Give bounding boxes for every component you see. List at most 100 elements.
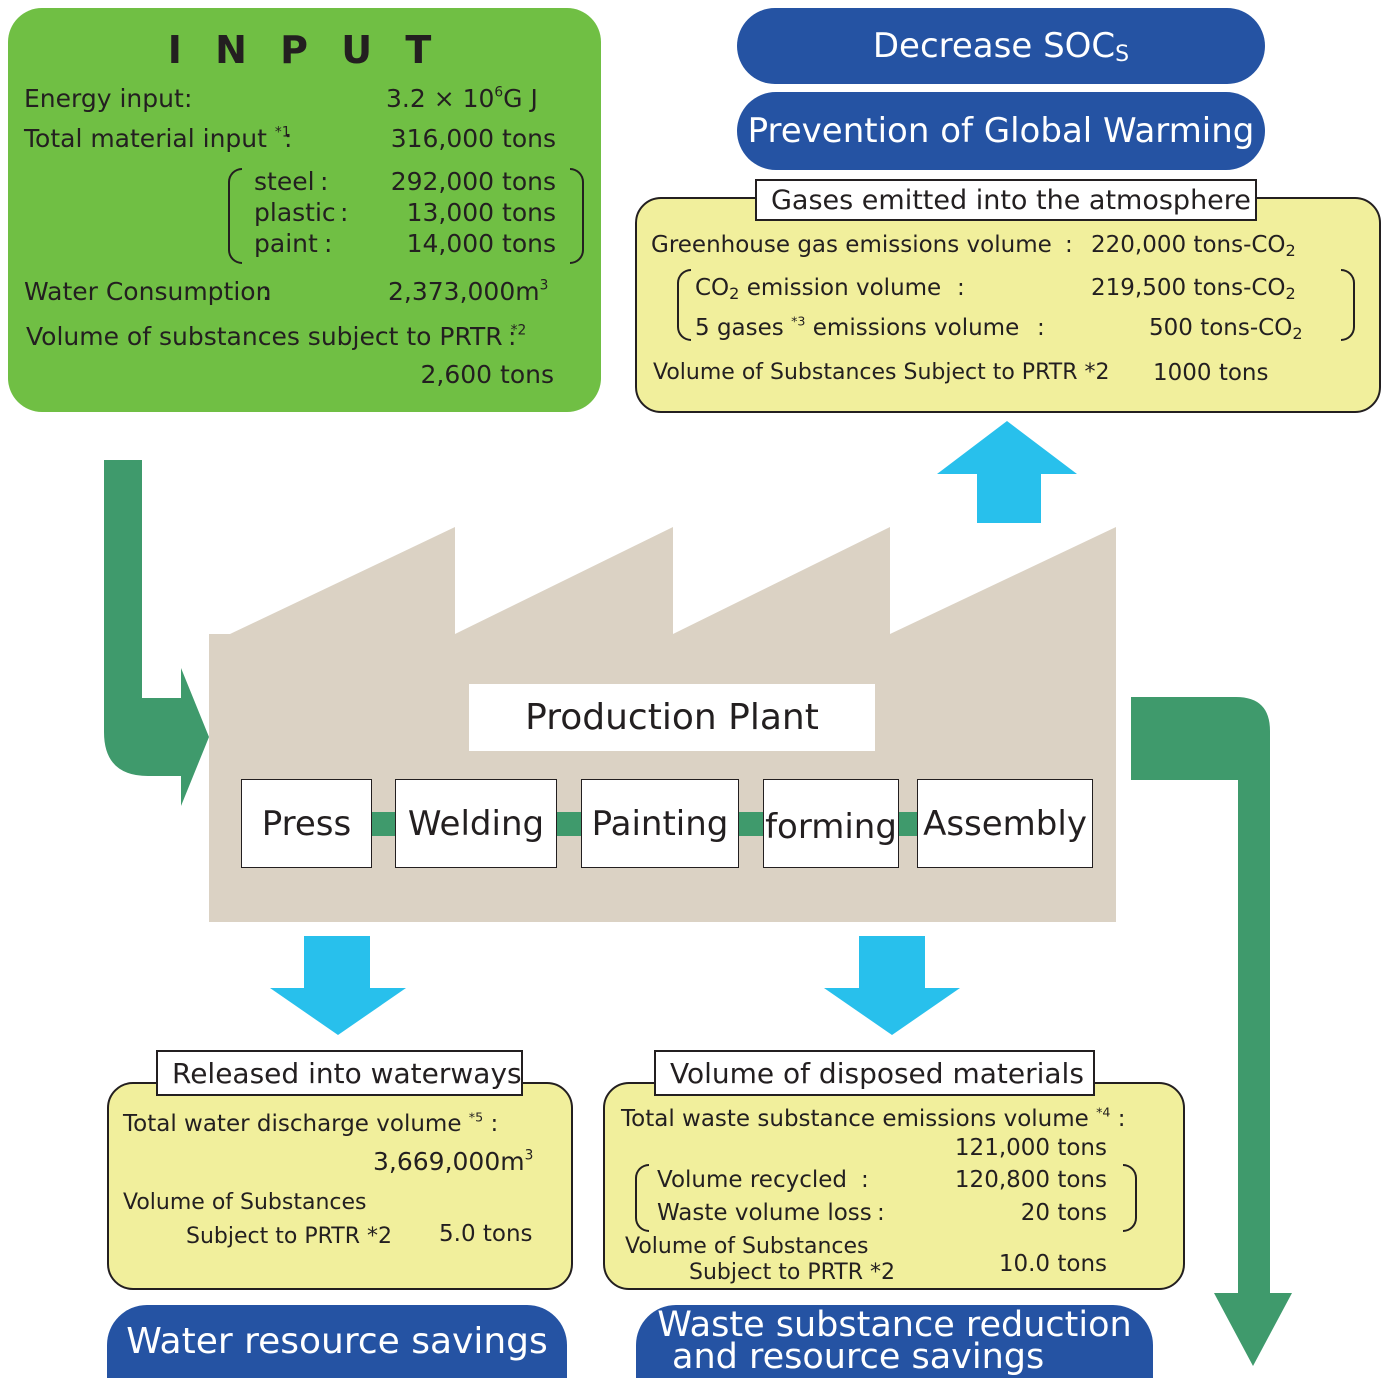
discharge-label: Total water discharge volume *5 : (123, 1111, 498, 1137)
five-gases-value-text: 500 tons-CO (1149, 315, 1293, 341)
energy-value-base: 3.2 × 10 (386, 84, 495, 113)
disposed-panel: Total waste substance emissions volume *… (603, 1082, 1185, 1290)
plant-title: Production Plant (525, 697, 819, 738)
five-gases-post: emissions volume (805, 315, 1020, 341)
material-input-value: 316,000 tons (390, 124, 556, 153)
energy-input-label: Energy input (24, 84, 184, 113)
colon: : (1065, 232, 1073, 258)
waste-prtr-line2: Subject to PRTR *2 (689, 1260, 895, 1285)
atmosphere-panel: Greenhouse gas emissions volume : 220,00… (635, 197, 1381, 413)
colon: : (957, 275, 965, 301)
waste-loss-label: Waste volume loss (657, 1200, 872, 1226)
input-panel: I N P U T Energy input : 3.2 × 106G J To… (8, 8, 601, 412)
co2-value-text: 219,500 tons-CO (1091, 275, 1286, 301)
waste-reduction-line1: Waste substance reduction (657, 1305, 1132, 1345)
colon: : (1117, 1106, 1126, 1132)
footnote-5: *5 (468, 1109, 484, 1125)
water-savings-pill: Water resource savings (107, 1305, 567, 1378)
waste-total-label: Total waste substance emissions volume *… (621, 1106, 1126, 1132)
atmosphere-prtr-value: 1000 tons (1153, 360, 1269, 386)
global-warming-pill: Prevention of Global Warming (737, 92, 1265, 170)
five-gases-pre: 5 gases (695, 315, 792, 341)
colon: : (490, 1111, 499, 1137)
material-steel-label: steel (254, 167, 315, 196)
colon: : (184, 84, 193, 113)
material-paint-value: 14,000 tons (406, 229, 556, 258)
discharge-value-number: 3,669,000m (373, 1147, 525, 1176)
gas-bracket-left (677, 269, 691, 341)
waste-prtr-value: 10.0 tons (998, 1251, 1107, 1277)
water-prtr-line1: Volume of Substances (123, 1190, 367, 1215)
waste-reduction-pill: Waste substance reduction and resource s… (636, 1305, 1153, 1378)
subscript-2: 2 (1292, 324, 1303, 344)
energy-value-exponent: 6 (494, 84, 504, 101)
energy-input-label-text: Energy input (24, 84, 184, 113)
decrease-socs-pill: Decrease SOCS (737, 8, 1265, 84)
subscript-2: 2 (1285, 241, 1296, 261)
five-gases-value: 500 tons-CO2 (1149, 315, 1303, 344)
footnote-1: *1 (274, 124, 291, 141)
output-flow-arrow (1131, 697, 1292, 1366)
energy-value-unit: G J (503, 84, 538, 113)
waste-down-arrow (824, 936, 960, 1035)
waste-reduction-line2: and resource savings (672, 1337, 1045, 1377)
material-plastic-value: 13,000 tons (406, 198, 556, 227)
emission-up-arrow (937, 421, 1077, 523)
five-gases-label: 5 gases *3 emissions volume (695, 315, 1019, 341)
disposed-title: Volume of disposed materials (654, 1050, 1095, 1096)
process-welding: Welding (395, 779, 557, 868)
footnote-3: *3 (791, 313, 806, 329)
process-connector (371, 812, 396, 836)
co2-label-post: emission volume (739, 275, 942, 301)
material-input-label: Total material input *1 (24, 124, 291, 153)
subscript-2: 2 (729, 284, 740, 304)
gas-bracket-right (1341, 269, 1355, 341)
water-consumption-number: 2,373,000m (388, 277, 540, 306)
waste-total-label-text: Total waste substance emissions volume (621, 1106, 1089, 1132)
material-steel-value: 292,000 tons (390, 167, 556, 196)
input-prtr-label-text: Volume of substances subject to PRTR (26, 322, 503, 351)
materials-bracket-left (228, 168, 242, 264)
material-input-label-text: Total material input (24, 124, 267, 153)
water-consumption-label: Water Consumption (24, 277, 272, 306)
waterways-title: Released into waterways (156, 1050, 523, 1096)
co2-label-pre: CO (695, 275, 730, 301)
ghg-value: 220,000 tons-CO2 (1091, 232, 1296, 261)
waterways-panel: Total water discharge volume *5 : 3,669,… (107, 1082, 573, 1290)
process-connector (898, 812, 918, 836)
energy-input-value: 3.2 × 106G J (386, 84, 538, 113)
water-prtr-value: 5.0 tons (439, 1221, 533, 1247)
input-prtr-value: 2,600 tons (420, 360, 554, 389)
recycled-value: 120,800 tons (954, 1167, 1107, 1193)
waste-loss-value: 20 tons (1020, 1200, 1107, 1226)
footnote-2: *2 (510, 322, 527, 339)
discharge-value: 3,669,000m3 (373, 1147, 533, 1176)
material-plastic-label: plastic (254, 198, 336, 227)
colon: : (861, 1167, 869, 1193)
process-assembly: Assembly (917, 779, 1093, 868)
colon: : (262, 277, 271, 306)
colon: : (877, 1200, 885, 1226)
cubic-superscript: 3 (539, 277, 549, 294)
input-flow-arrow (104, 460, 209, 806)
co2-emission-label: CO2 emission volume (695, 275, 942, 304)
waste-total-value: 121,000 tons (954, 1135, 1107, 1161)
process-forming: forming (763, 779, 899, 868)
ghg-value-text: 220,000 tons-CO (1091, 232, 1286, 258)
waste-prtr-line1: Volume of Substances (625, 1234, 869, 1259)
ghg-label: Greenhouse gas emissions volume (651, 232, 1052, 258)
cubic-superscript: 3 (524, 1147, 534, 1164)
process-painting: Painting (581, 779, 739, 868)
discharge-label-text: Total water discharge volume (123, 1111, 462, 1137)
co2-emission-value: 219,500 tons-CO2 (1091, 275, 1296, 302)
recycled-label: Volume recycled (657, 1167, 847, 1193)
plant-title-box: Production Plant (469, 684, 875, 751)
water-down-arrow (270, 936, 406, 1035)
colon: : (324, 229, 333, 258)
colon: : (508, 322, 517, 351)
colon: : (340, 198, 349, 227)
process-connector (556, 812, 582, 836)
waste-bracket-right (1123, 1164, 1137, 1232)
colon: : (320, 167, 329, 196)
footnote-4: *4 (1096, 1104, 1111, 1120)
